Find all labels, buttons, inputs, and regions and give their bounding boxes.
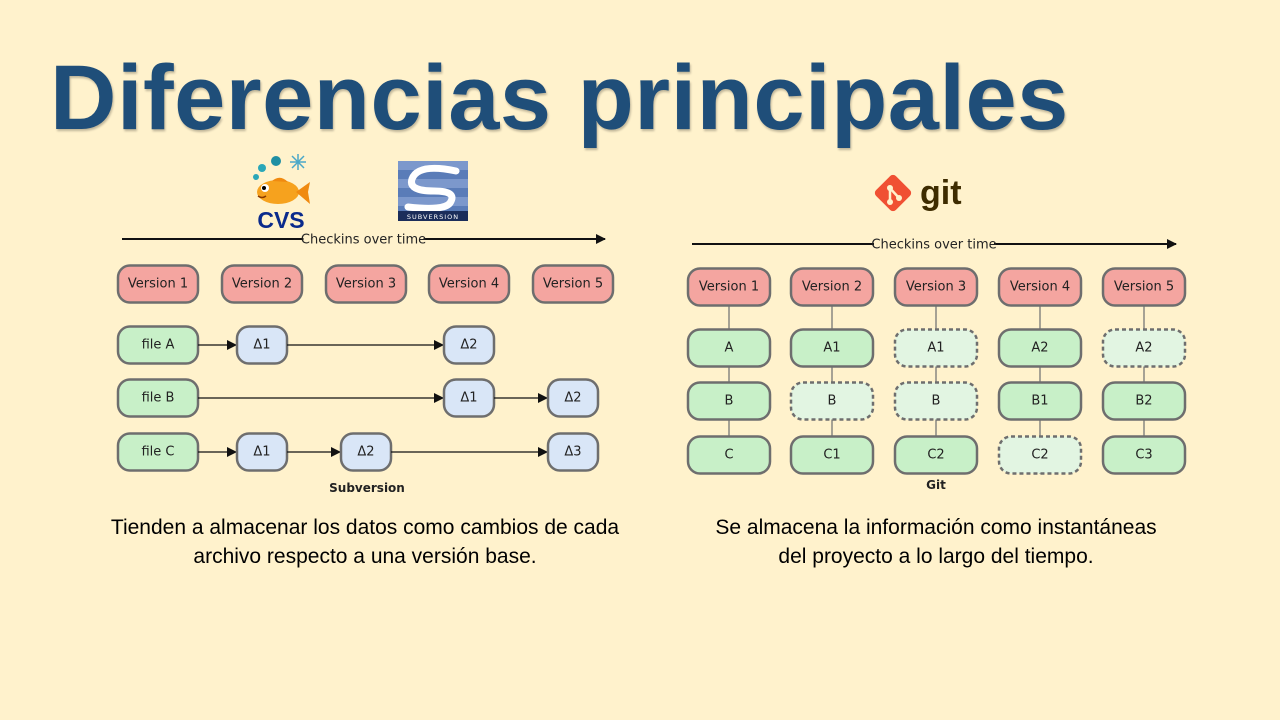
subversion-s-icon	[404, 164, 460, 212]
snapshot-label: B1	[1031, 394, 1048, 409]
diagram-label: Git	[926, 478, 946, 492]
snapshot-file-node	[997, 381, 1083, 421]
snapshot-label: A1	[927, 341, 944, 356]
bubble-icon	[271, 156, 281, 166]
snapshot-link-node	[997, 435, 1083, 475]
delta-node	[546, 432, 600, 472]
version-node	[324, 264, 408, 304]
file-label: file B	[142, 391, 175, 406]
version-label: Version 4	[1010, 280, 1070, 295]
version-label: Version 4	[439, 277, 499, 292]
version-label: Version 3	[906, 280, 966, 295]
version-label: Version 2	[802, 280, 862, 295]
delta-node	[546, 378, 600, 418]
snapshot-file-node	[686, 328, 772, 368]
star-icon	[290, 154, 306, 170]
version-node	[116, 264, 200, 304]
timeline-label: Checkins over time	[301, 233, 426, 248]
snapshot-link-node	[893, 381, 979, 421]
snapshot-label: A1	[823, 341, 840, 356]
snapshot-file-node	[686, 435, 772, 475]
snapshot-label: C1	[823, 448, 840, 463]
snapshot-file-node	[893, 435, 979, 475]
version-node	[220, 264, 304, 304]
snapshot-label: C2	[927, 448, 944, 463]
delta-label: Δ2	[564, 391, 581, 406]
git-logo: git	[874, 174, 962, 212]
delta-label: Δ1	[460, 391, 477, 406]
snapshot-file-node	[686, 381, 772, 421]
snapshot-file-node	[997, 328, 1083, 368]
version-label: Version 1	[128, 277, 188, 292]
version-node	[427, 264, 511, 304]
delta-label: Δ1	[253, 338, 270, 353]
delta-node	[442, 325, 496, 365]
snapshot-label: A2	[1031, 341, 1048, 356]
snapshot-label: B	[828, 394, 837, 409]
version-node	[997, 267, 1083, 307]
snapshot-label: C	[724, 448, 733, 463]
snapshot-label: A2	[1135, 341, 1152, 356]
timeline-label-bg	[874, 234, 994, 254]
snapshot-label: A	[725, 341, 734, 356]
snapshot-label: B2	[1135, 394, 1152, 409]
version-label: Version 5	[543, 277, 603, 292]
cvs-logo-text: CVS	[257, 207, 304, 233]
version-label: Version 2	[232, 277, 292, 292]
snapshot-label: B	[725, 394, 734, 409]
timeline-label: Checkins over time	[871, 238, 996, 253]
bubble-icon	[253, 174, 259, 180]
git-logo-text: git	[920, 174, 962, 212]
snapshot-label: C2	[1031, 448, 1048, 463]
subversion-logo-text: SUBVERSION	[407, 213, 459, 221]
delta-label: Δ3	[564, 445, 581, 460]
delta-label: Δ2	[357, 445, 374, 460]
timeline-label-bg	[303, 229, 424, 249]
delta-label: Δ1	[253, 445, 270, 460]
subversion-logo: SUBVERSION	[398, 161, 468, 221]
version-node	[893, 267, 979, 307]
cvs-logo: CVS	[253, 154, 310, 233]
version-label: Version 5	[1114, 280, 1174, 295]
delta-label: Δ2	[460, 338, 477, 353]
snapshot-link-node	[893, 328, 979, 368]
snapshot-file-node	[1101, 435, 1187, 475]
version-label: Version 3	[336, 277, 396, 292]
version-label: Version 1	[699, 280, 759, 295]
snapshot-label: B	[932, 394, 941, 409]
git-diamond-icon	[874, 174, 912, 212]
snapshot-file-node	[789, 328, 875, 368]
slide-title: Diferencias principales	[50, 47, 1069, 149]
file-label: file C	[141, 445, 174, 460]
version-node	[531, 264, 615, 304]
snapshot-file-node	[1101, 381, 1187, 421]
version-node	[789, 267, 875, 307]
snapshot-link-node	[1101, 328, 1187, 368]
file-label: file A	[142, 338, 175, 353]
svn-caption: Tienden a almacenar los datos como cambi…	[110, 516, 620, 568]
snapshot-link-node	[789, 381, 875, 421]
fish-icon	[257, 177, 310, 204]
git-caption: Se almacena la información como instantá…	[715, 516, 1157, 568]
snapshot-file-node	[789, 435, 875, 475]
bubble-icon	[258, 164, 266, 172]
diagram-label: Subversion	[329, 481, 405, 495]
snapshot-label: C3	[1135, 448, 1152, 463]
version-node	[1101, 267, 1187, 307]
version-node	[686, 267, 772, 307]
